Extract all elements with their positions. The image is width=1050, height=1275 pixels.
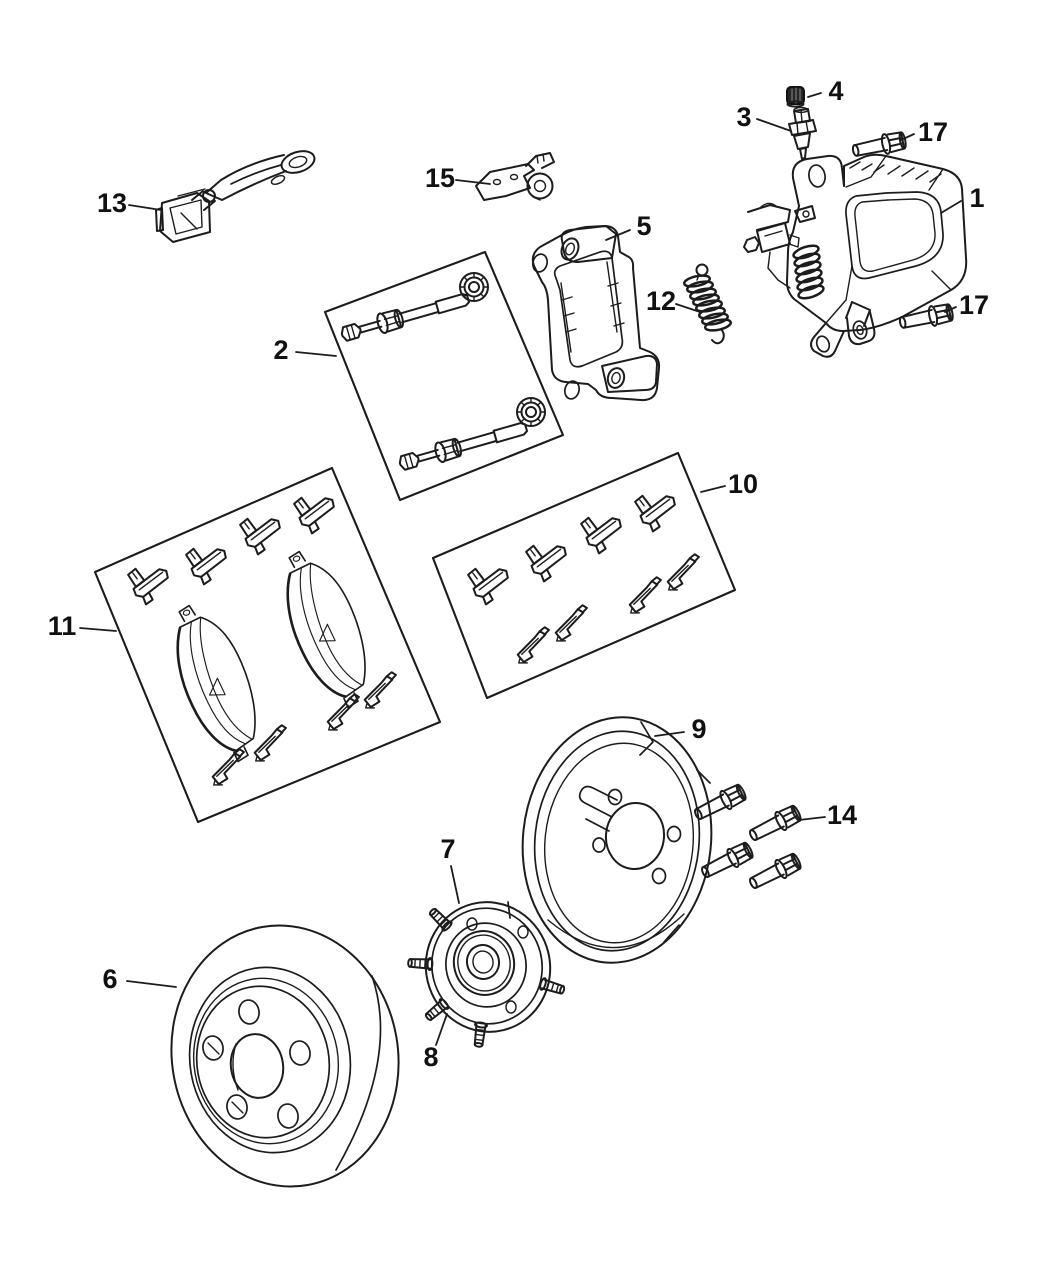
callout-10-leader xyxy=(700,485,726,493)
callout-8: 8 xyxy=(423,1013,448,1072)
callout-6-label: 6 xyxy=(102,964,117,994)
callout-8-label: 8 xyxy=(423,1042,438,1072)
callout-11-label: 11 xyxy=(48,611,77,641)
callout-9-leader xyxy=(654,731,685,737)
callout-12-label: 12 xyxy=(646,286,676,316)
callout-12-leader xyxy=(675,303,701,313)
callout-3-label: 3 xyxy=(736,102,751,132)
callout-9: 9 xyxy=(654,714,707,744)
callout-7-leader xyxy=(450,865,460,904)
park-brake-spring-part xyxy=(682,263,733,345)
pad-clip-kit-box xyxy=(431,451,737,700)
callout-14-label: 14 xyxy=(827,800,857,830)
callout-2-leader xyxy=(295,351,337,357)
brake-caliper-part xyxy=(743,153,968,358)
callout-11: 11 xyxy=(48,611,117,641)
callout-17-upper-label: 17 xyxy=(918,117,948,147)
callout-14: 14 xyxy=(798,800,857,830)
callout-13-label: 13 xyxy=(97,188,127,218)
callout-10-label: 10 xyxy=(728,469,758,499)
callout-17-upper-leader xyxy=(900,133,915,141)
callout-15-label: 15 xyxy=(425,163,455,193)
callout-6: 6 xyxy=(102,964,177,994)
callout-2: 2 xyxy=(273,335,337,365)
callout-17-lower-label: 17 xyxy=(959,290,989,320)
callout-4: 4 xyxy=(807,76,844,106)
hose-bracket-part xyxy=(475,152,555,201)
callout-1-leader xyxy=(940,200,962,214)
splash-shield-part xyxy=(521,716,713,964)
callouts-layer: 1 2 3 4 5 6 7 xyxy=(48,76,989,1072)
brake-pad-kit-box xyxy=(93,466,442,824)
callout-4-leader xyxy=(807,92,822,98)
brake-rotor-part xyxy=(170,924,400,1188)
callout-15-leader xyxy=(455,179,491,185)
callout-10: 10 xyxy=(700,469,758,499)
callout-13-leader xyxy=(128,204,162,211)
callout-9-label: 9 xyxy=(691,714,706,744)
callout-11-leader xyxy=(79,627,117,632)
callout-6-leader xyxy=(126,980,177,988)
callout-3-leader xyxy=(756,118,792,132)
caliper-adapter-part xyxy=(531,225,661,402)
callout-15: 15 xyxy=(425,163,491,193)
callout-14-leader xyxy=(798,816,826,821)
callout-5-leader xyxy=(605,229,631,241)
callout-8-leader xyxy=(435,1013,448,1046)
callout-4-label: 4 xyxy=(828,76,843,106)
guide-pin-kit-box xyxy=(323,250,565,502)
callout-17-lower: 17 xyxy=(944,290,989,320)
park-brake-lever-part xyxy=(155,150,316,243)
callout-5: 5 xyxy=(605,211,652,241)
callout-12: 12 xyxy=(646,286,701,316)
callout-3: 3 xyxy=(736,102,792,132)
callout-13: 13 xyxy=(97,188,162,218)
callout-5-label: 5 xyxy=(636,211,651,241)
hub-bearing-part xyxy=(406,901,567,1049)
callout-2-label: 2 xyxy=(273,335,288,365)
bleeder-cap-part xyxy=(786,86,805,108)
callout-1-label: 1 xyxy=(969,183,984,213)
callout-7: 7 xyxy=(440,834,460,904)
callout-17-upper: 17 xyxy=(900,117,948,147)
callout-7-label: 7 xyxy=(440,834,455,864)
callout-1: 1 xyxy=(940,183,985,214)
callout-17-lower-leader xyxy=(944,306,957,313)
